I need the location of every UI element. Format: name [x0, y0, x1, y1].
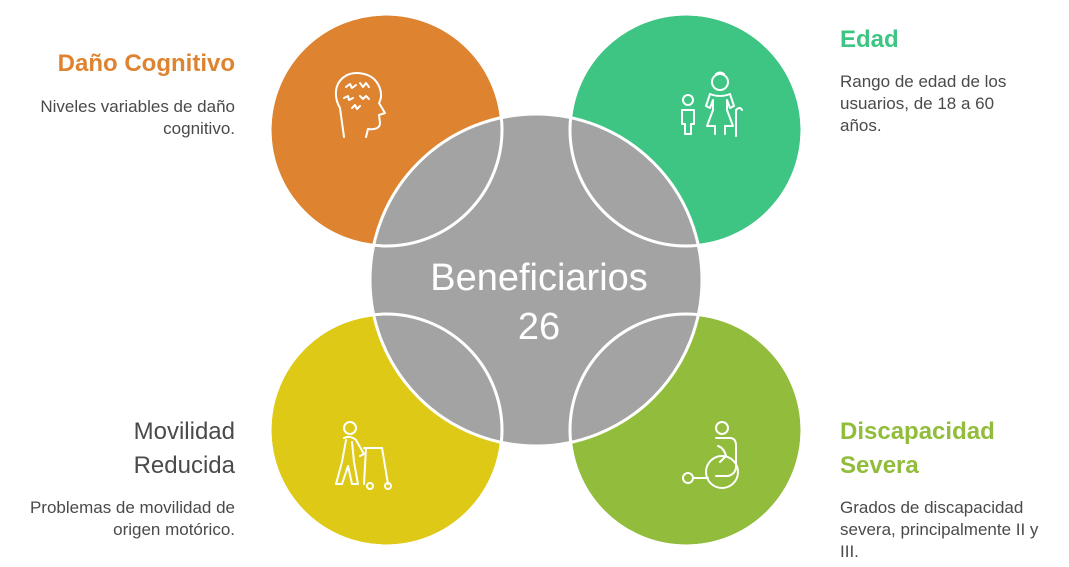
mobility-description: Problemas de movilidad de origen motóric… — [29, 498, 235, 539]
cognitive-description: Niveles variables de daño cognitivo. — [40, 97, 235, 138]
mobility-title-line1: Movilidad — [133, 418, 235, 445]
disability-description: Grados de discapacidad severa, principal… — [840, 498, 1039, 561]
disability-title-line2: Severa — [840, 452, 919, 479]
center-title: Beneficiarios — [430, 257, 648, 299]
cognitive-title: Daño Cognitivo — [57, 50, 235, 77]
overlap-arcs — [268, 12, 804, 548]
wheelchair-icon — [682, 421, 739, 489]
disability-title-line1: Discapacidad — [840, 418, 995, 445]
child-and-elder-icon — [681, 71, 743, 137]
center-value: 26 — [518, 306, 560, 348]
brain-head-icon — [334, 72, 386, 138]
walker-icon — [335, 421, 392, 490]
age-description: Rango de edad de los usuarios, de 18 a 6… — [840, 72, 1007, 135]
center-circle — [368, 112, 704, 448]
age-title: Edad — [840, 26, 899, 53]
mobility-title-line2: Reducida — [133, 452, 235, 479]
